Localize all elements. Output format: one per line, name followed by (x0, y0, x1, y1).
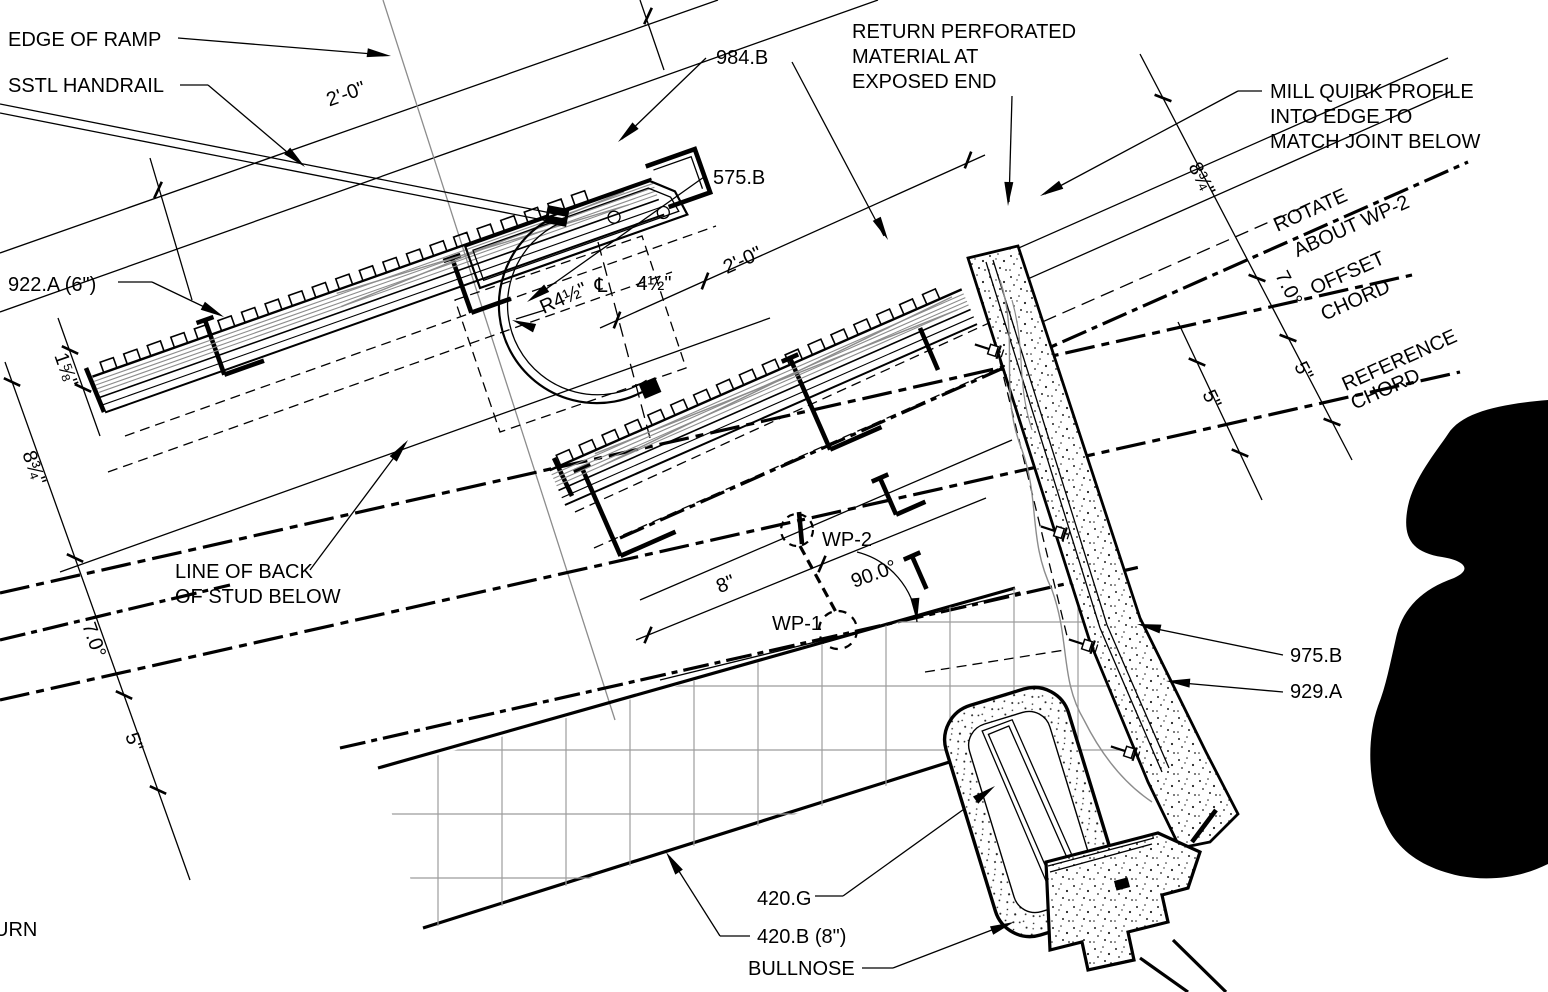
centerline-symbol: ℄ (594, 275, 608, 297)
dim-8: 8" (713, 571, 738, 598)
stone-vein (999, 279, 1153, 803)
return-perforated-label-1: RETURN PERFORATED (852, 21, 1076, 43)
bullnose-label: BULLNOSE (748, 958, 855, 980)
handrail-loop-inner (506, 221, 647, 396)
tag-575-label: 575.B (713, 167, 765, 189)
handrail (0, 103, 662, 405)
wp1-label: WP-1 (772, 613, 822, 635)
quirk-joint-mark (1190, 808, 1218, 844)
return-perforated-label-3: EXPOSED END (852, 71, 996, 93)
tag-420b-label: 420.B (8") (757, 926, 846, 948)
edge-of-ramp-label: EDGE OF RAMP (8, 29, 161, 51)
dim-2ft-mid: 2'-0" (720, 242, 765, 278)
dim-5-right-2: 5" (1198, 386, 1226, 412)
dimension-ticks (3, 7, 1341, 795)
offset-chord-angle-label: 7.0° (1270, 267, 1306, 309)
dim-2ft-top: 2'-0" (324, 77, 369, 111)
handrail-bracket (638, 377, 662, 399)
urn-partial-label: URN (0, 919, 37, 941)
wp2-label: WP-2 (822, 529, 872, 551)
channel-end-bracket (645, 146, 714, 210)
tag-975-label: 975.B (1290, 645, 1342, 667)
tag-922-label: 922.A (6") (8, 274, 96, 296)
angle-90-label: 90.0° (848, 556, 900, 593)
bullnose-stone (1044, 831, 1228, 992)
tag-929-label: 929.A (1290, 681, 1343, 703)
dim-7deg-left: 7.0° (77, 619, 110, 660)
construction-lines (0, 0, 1469, 969)
bullnose-clip (1113, 877, 1131, 891)
labels: EDGE OF RAMP SSTL HANDRAIL 922.A (6") LI… (0, 21, 1481, 980)
dim-834-right: 8¾" (1184, 159, 1220, 200)
mill-quirk-label-1: MILL QUIRK PROFILE (1270, 81, 1474, 103)
wp2-marker (779, 512, 815, 548)
end-plate (463, 179, 689, 290)
plate-hole (656, 205, 670, 220)
stone-wall-band (966, 244, 1240, 850)
dim-834-left: 8¾" (17, 448, 49, 488)
dim-5-left: 5" (120, 730, 147, 755)
return-perforated-label-2: MATERIAL AT (852, 46, 978, 68)
anchor-bolts (974, 343, 1141, 762)
leader-arrows (200, 48, 1191, 935)
dim-1-58: 1⅝" (49, 350, 81, 390)
dim-radius: R4½" (537, 278, 591, 318)
tag-420g-label: 420.G (757, 888, 811, 910)
dim-412: 4½" (637, 273, 672, 295)
dim-5-right-1: 5" (1289, 358, 1317, 384)
scan-artifact-blob (1370, 400, 1548, 879)
tag-984-label: 984.B (716, 47, 768, 69)
perforated-channel-lower (549, 287, 978, 506)
stone-vein (1011, 299, 1033, 431)
wp1-marker (817, 609, 859, 651)
line-of-back-label-2: OF STUD BELOW (175, 586, 341, 608)
sstl-handrail-label: SSTL HANDRAIL (8, 75, 164, 97)
line-of-back-label-1: LINE OF BACK (175, 561, 313, 583)
plate-hole (607, 210, 621, 224)
mill-quirk-label-2: INTO EDGE TO (1270, 106, 1412, 128)
handrail-loop-outer (497, 214, 651, 405)
mill-quirk-label-3: MATCH JOINT BELOW (1270, 131, 1481, 153)
